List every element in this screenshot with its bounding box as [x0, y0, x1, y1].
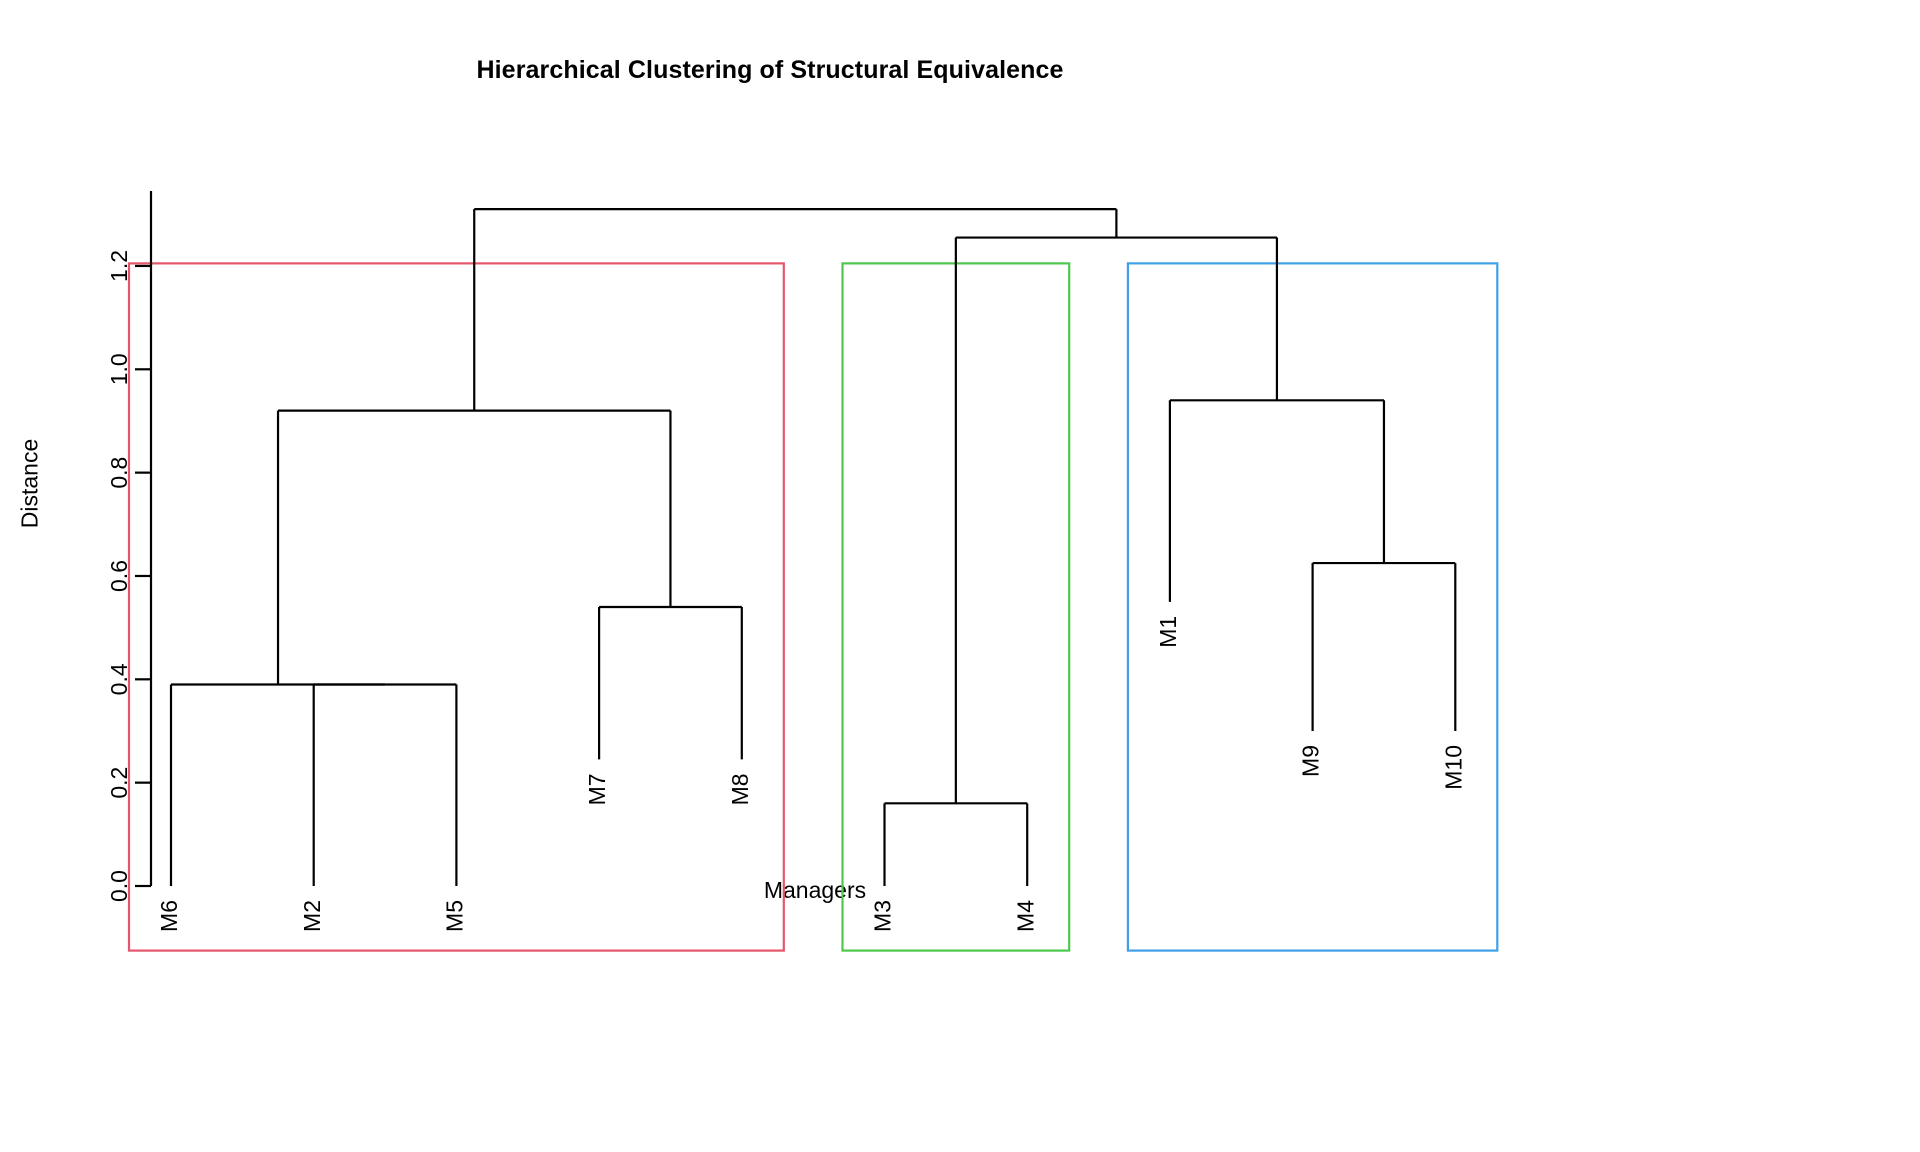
leaf-label: M7	[584, 773, 610, 805]
leaf-label: M5	[441, 900, 467, 932]
leaf-label: M2	[299, 900, 325, 932]
leaf-label: M1	[1155, 616, 1181, 648]
leaf-label: M8	[727, 773, 753, 805]
dendrogram-tree	[169, 208, 1457, 886]
leaf-label: M4	[1012, 900, 1038, 932]
leaf-label: M6	[156, 900, 182, 932]
y-axis-tick-label: 0.8	[106, 457, 132, 489]
cluster-box	[1126, 262, 1499, 952]
cluster-boxes-layer	[127, 262, 1499, 952]
y-axis-tick-label: 1.0	[106, 353, 132, 385]
leaf-label: M3	[870, 900, 896, 932]
y-axis-tick-label: 0.4	[106, 663, 132, 695]
leaf-label: M10	[1440, 745, 1466, 790]
x-axis-label: Managers	[763, 877, 867, 903]
y-axis-tick-label: 0.2	[106, 767, 132, 799]
y-axis: 0.0 0.2 0.4 0.6 0.8 1.0 1.2	[106, 190, 153, 902]
y-axis-tick-label: 1.2	[106, 250, 132, 282]
leaf-label: M9	[1298, 745, 1324, 777]
page-title: Hierarchical Clustering of Structural Eq…	[476, 56, 1064, 84]
cluster-box	[127, 262, 785, 952]
y-axis-tick-label: 0.0	[106, 870, 132, 902]
y-axis-tick-label: 0.6	[106, 560, 132, 592]
